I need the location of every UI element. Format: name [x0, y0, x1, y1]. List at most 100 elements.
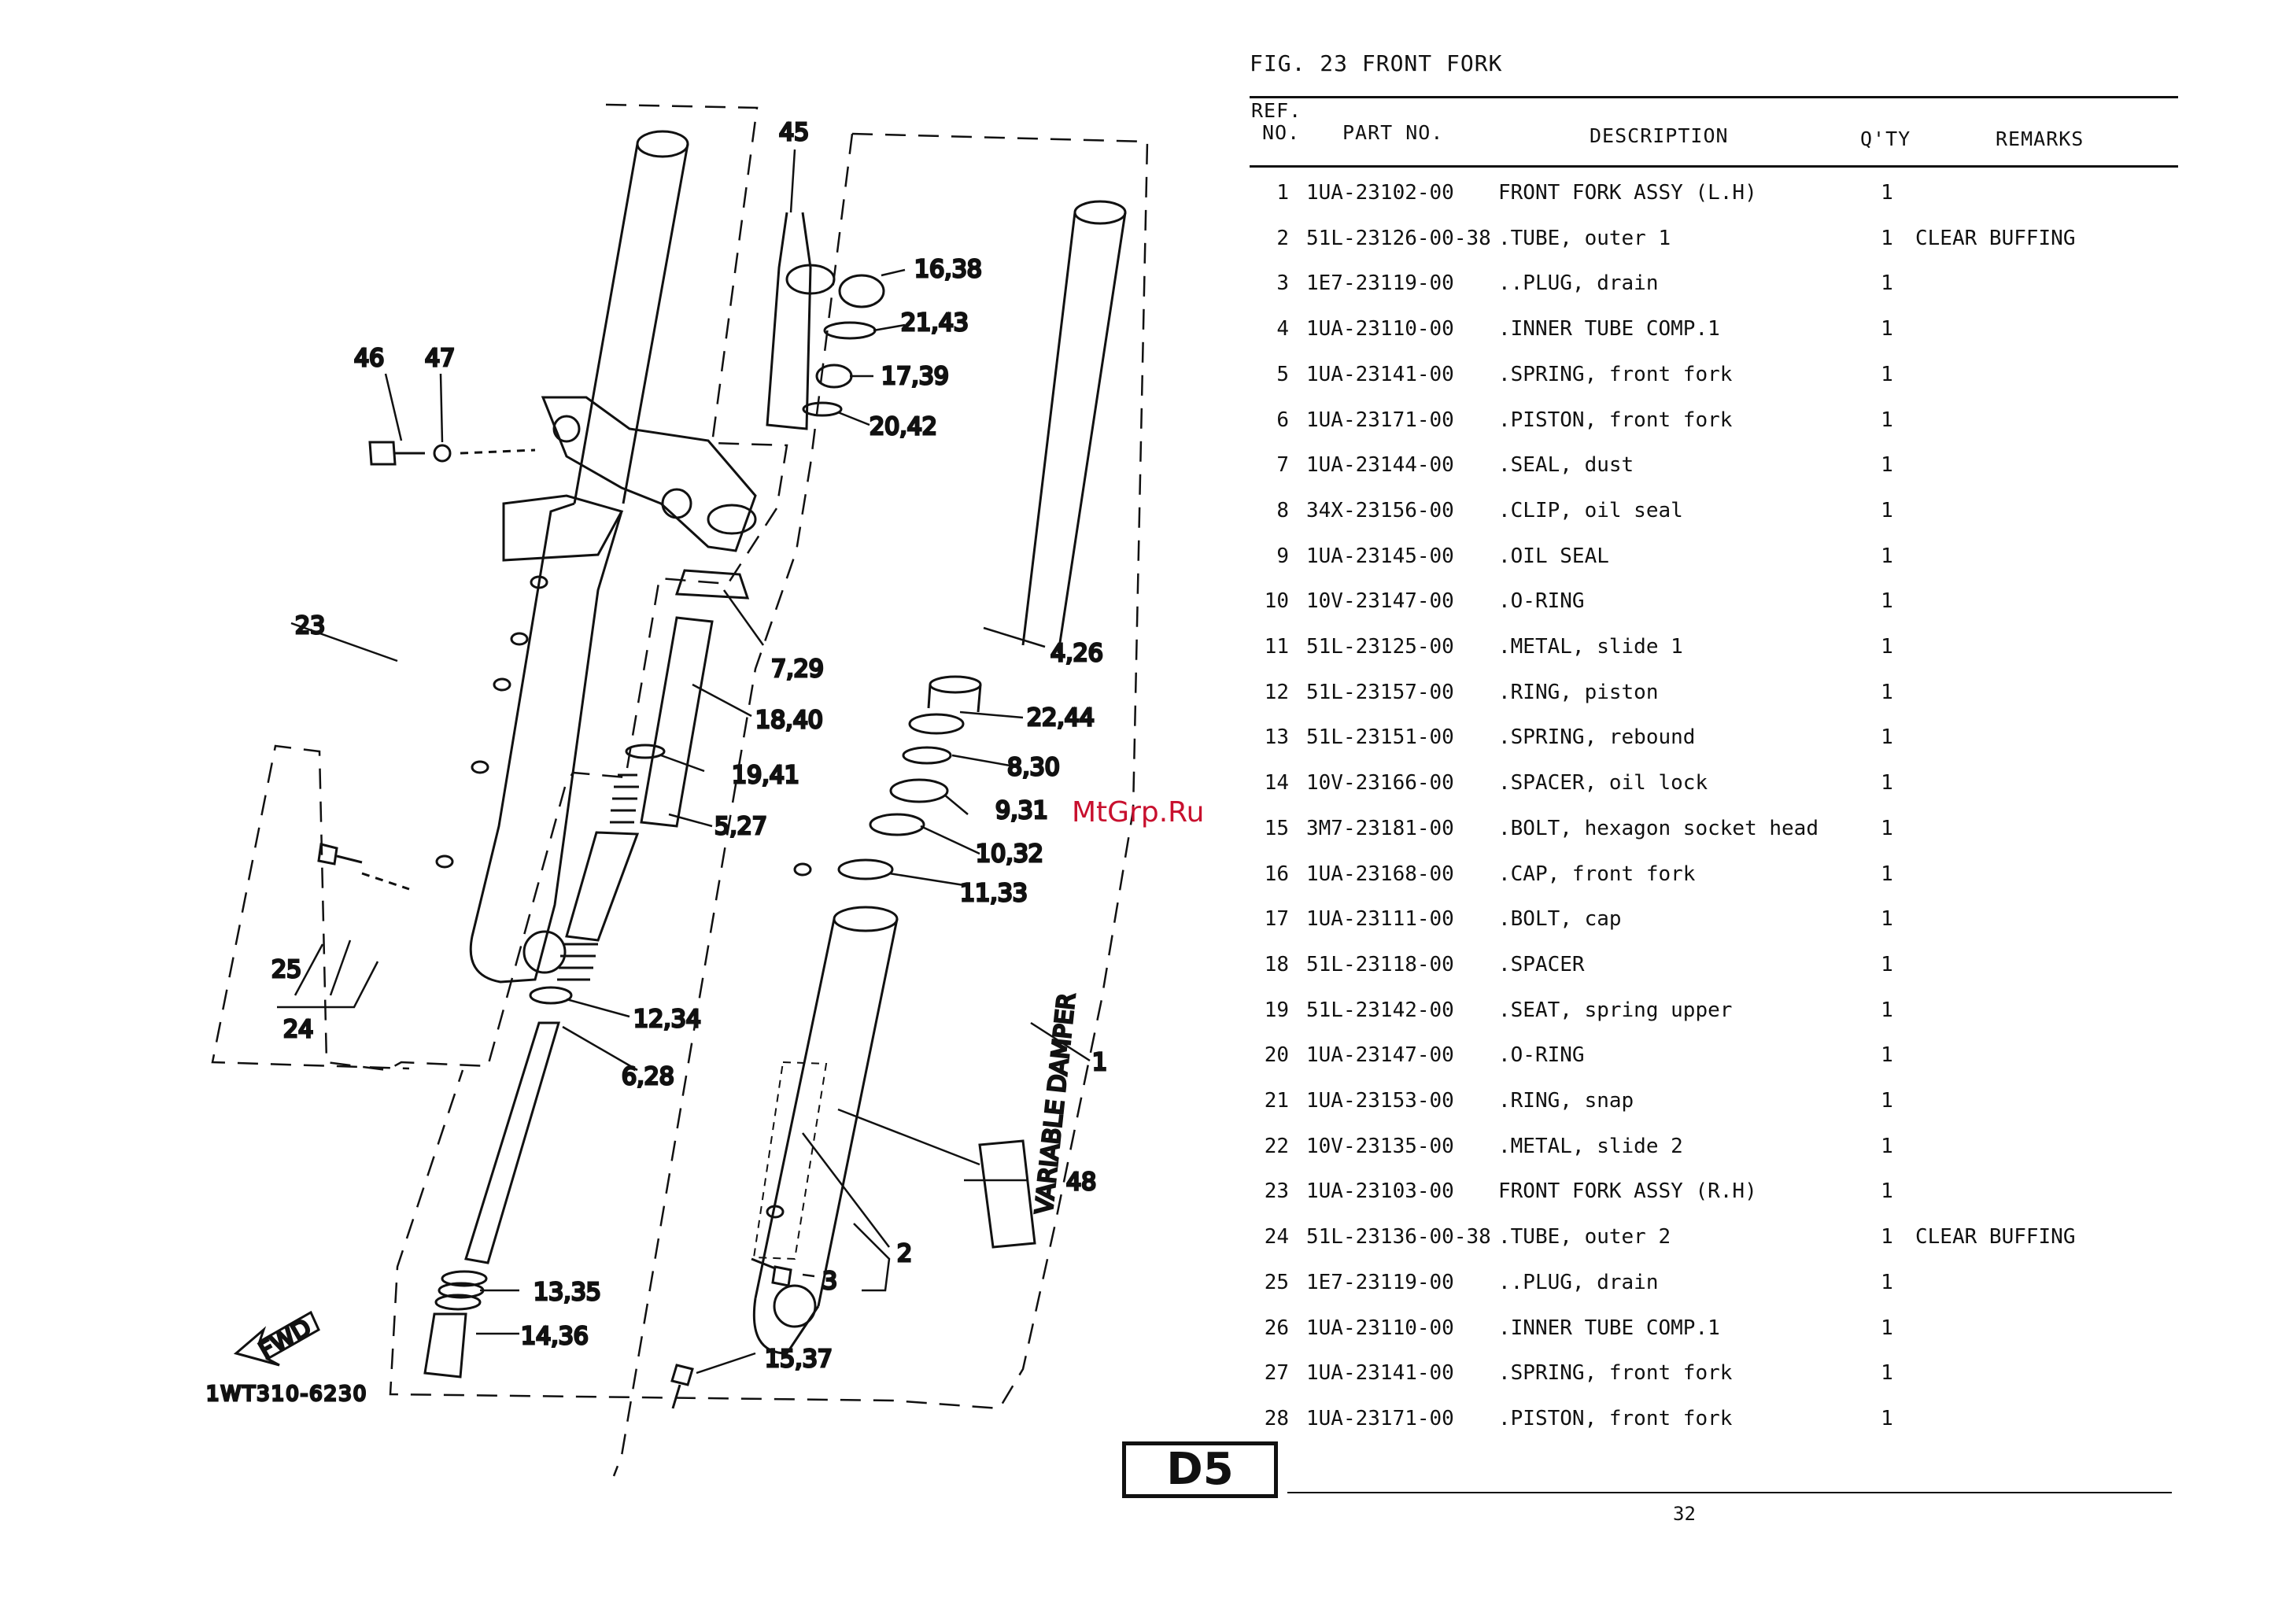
- callout-6-28: 6,28: [622, 1063, 674, 1091]
- quantity: 1: [1881, 181, 1893, 205]
- parts-row: 22 10V-23135-00 .METAL, slide 2 1: [0, 1135, 2293, 1166]
- part-no: 10V-23166-00: [1306, 771, 1454, 795]
- ref-no: 8: [1276, 498, 1289, 522]
- quantity: 1: [1881, 362, 1893, 386]
- ref-no: 17: [1264, 907, 1289, 932]
- ref-no: 13: [1264, 725, 1289, 750]
- quantity: 1: [1881, 1179, 1893, 1204]
- ref-no: 20: [1264, 1043, 1289, 1068]
- watermark-text: MtGrp.Ru: [1072, 796, 1205, 829]
- description: .PISTON, front fork: [1498, 408, 1733, 432]
- drawing-code: 1WT310-6230: [206, 1382, 367, 1406]
- description: .CAP, front fork: [1498, 862, 1696, 886]
- header-description: DESCRIPTION: [1590, 124, 1729, 147]
- parts-row: 23 1UA-23103-00 FRONT FORK ASSY (R.H) 1: [0, 1179, 2293, 1211]
- callout-22-44: 22,44: [1027, 704, 1095, 732]
- ref-no: 14: [1264, 771, 1289, 795]
- part-no: 51L-23118-00: [1306, 952, 1454, 976]
- ref-no: 7: [1276, 453, 1289, 478]
- quantity: 1: [1881, 1225, 1893, 1249]
- part-no: 1UA-23144-00: [1306, 453, 1454, 478]
- quantity: 1: [1881, 453, 1893, 478]
- description: .SPRING, front fork: [1498, 362, 1733, 386]
- remarks: CLEAR BUFFING: [1915, 1225, 2076, 1249]
- part-no: 1UA-23168-00: [1306, 862, 1454, 886]
- quantity: 1: [1881, 1361, 1893, 1386]
- ref-no: 25: [1264, 1270, 1289, 1294]
- assembly-boundary-lh: [389, 132, 1149, 1477]
- variable-damper-tag: [978, 1139, 1036, 1249]
- quantity: 1: [1881, 408, 1893, 432]
- description: FRONT FORK ASSY (L.H): [1498, 181, 1757, 205]
- description: .SPRING, rebound: [1498, 725, 1696, 750]
- callout-46: 46: [354, 345, 384, 372]
- callout-18-40: 18,40: [755, 707, 823, 734]
- description: .SEAL, dust: [1498, 453, 1634, 478]
- callout-21-43: 21,43: [901, 309, 969, 337]
- description: .CLIP, oil seal: [1498, 498, 1683, 522]
- part-no: 51L-23126-00-38: [1306, 226, 1491, 250]
- description: .INNER TUBE COMP.1: [1498, 317, 1720, 341]
- ref-no: 23: [1264, 1179, 1289, 1204]
- header-ref-line1: REF.: [1251, 99, 1302, 122]
- parts-row: 6 1UA-23171-00 .PISTON, front fork 1: [0, 408, 2293, 440]
- part-no: 1E7-23119-00: [1306, 271, 1454, 296]
- callout-16-38: 16,38: [914, 256, 982, 283]
- ref-no: 28: [1264, 1406, 1289, 1430]
- quantity: 1: [1881, 635, 1893, 659]
- quantity: 1: [1881, 1406, 1893, 1430]
- description: .SPACER: [1498, 952, 1585, 976]
- part-no: 1UA-23111-00: [1306, 907, 1454, 932]
- ref-no: 1: [1276, 181, 1289, 205]
- part-no: 1UA-23102-00: [1306, 181, 1454, 205]
- part-no: 1UA-23103-00: [1306, 1179, 1454, 1204]
- description: FRONT FORK ASSY (R.H): [1498, 1179, 1757, 1204]
- drain-plug-3-drawing: [751, 1257, 792, 1287]
- bolt-46-47-drawing: [368, 441, 536, 466]
- parts-row: 28 1UA-23171-00 .PISTON, front fork 1: [0, 1407, 2293, 1438]
- description: .RING, snap: [1498, 1089, 1634, 1113]
- parts-row: 7 1UA-23144-00 .SEAL, dust 1: [0, 453, 2293, 485]
- part-no: 51L-23142-00: [1306, 998, 1454, 1022]
- quantity: 1: [1881, 680, 1893, 704]
- ref-no: 2: [1276, 226, 1289, 250]
- part-no: 1UA-23147-00: [1306, 1043, 1454, 1068]
- drain-plug-25-drawing: [317, 843, 410, 891]
- ref-no: 12: [1264, 680, 1289, 704]
- ref-no: 27: [1264, 1361, 1289, 1386]
- header-part-no: PART NO.: [1342, 121, 1444, 144]
- parts-row: 12 51L-23157-00 .RING, piston 1: [0, 681, 2293, 712]
- description: .METAL, slide 1: [1498, 635, 1683, 659]
- callout-3: 3: [822, 1268, 837, 1295]
- callout-24: 24: [283, 1016, 313, 1043]
- quantity: 1: [1881, 1089, 1893, 1113]
- part-no: 1UA-23153-00: [1306, 1089, 1454, 1113]
- description: .BOLT, cap: [1498, 907, 1622, 932]
- quantity: 1: [1881, 1316, 1893, 1340]
- parts-row: 5 1UA-23141-00 .SPRING, front fork 1: [0, 363, 2293, 394]
- description: .SPRING, front fork: [1498, 1361, 1733, 1386]
- ref-no: 3: [1276, 271, 1289, 296]
- parts-row: 27 1UA-23141-00 .SPRING, front fork 1: [0, 1361, 2293, 1393]
- description: ..PLUG, drain: [1498, 271, 1659, 296]
- quantity: 1: [1881, 907, 1893, 932]
- callout-11-33: 11,33: [960, 880, 1028, 907]
- ref-no: 19: [1264, 998, 1289, 1022]
- section-badge: D5: [1122, 1441, 1278, 1498]
- part-no: 1UA-23141-00: [1306, 362, 1454, 386]
- part-no: 10V-23135-00: [1306, 1134, 1454, 1158]
- quantity: 1: [1881, 816, 1893, 840]
- assembly-boundary-rh: [211, 103, 788, 1072]
- callout-15-37: 15,37: [765, 1345, 833, 1373]
- part-no: 34X-23156-00: [1306, 498, 1454, 522]
- parts-row: 18 51L-23118-00 .SPACER 1: [0, 953, 2293, 984]
- footer-rule: [1287, 1492, 2172, 1493]
- callout-20-42: 20,42: [870, 413, 937, 441]
- description: .O-RING: [1498, 589, 1585, 614]
- description: .PISTON, front fork: [1498, 1406, 1733, 1430]
- parts-row: 16 1UA-23168-00 .CAP, front fork 1: [0, 862, 2293, 894]
- parts-row: 1 1UA-23102-00 FRONT FORK ASSY (L.H) 1: [0, 181, 2293, 212]
- page-number: 32: [1673, 1503, 1696, 1525]
- parts-row: 21 1UA-23153-00 .RING, snap 1: [0, 1089, 2293, 1120]
- parts-row: 15 3M7-23181-00 .BOLT, hexagon socket he…: [0, 817, 2293, 848]
